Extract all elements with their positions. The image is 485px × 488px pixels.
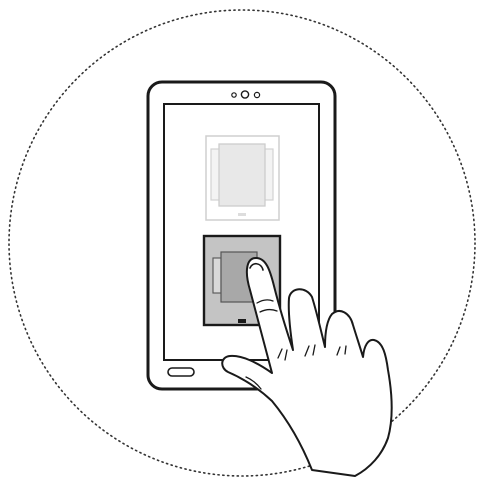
inactive-card-icon[interactable] — [206, 136, 279, 220]
home-button-icon[interactable] — [168, 368, 194, 376]
